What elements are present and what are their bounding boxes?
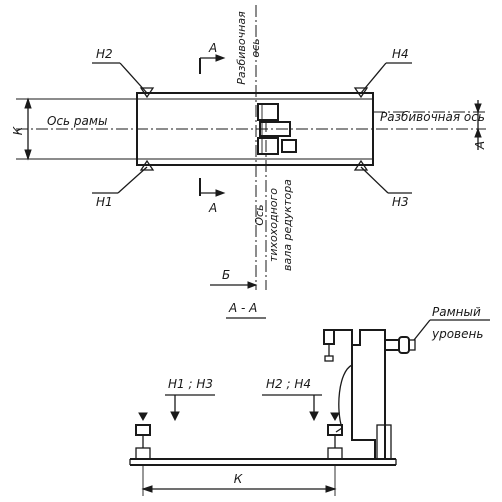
dim-a-label: А bbox=[473, 141, 487, 150]
callout-frame-level: Рамный уровень bbox=[413, 305, 490, 341]
h1-leader bbox=[117, 166, 148, 194]
level-vial-cap bbox=[408, 339, 416, 351]
h3-label: Н3 bbox=[392, 195, 409, 209]
section-a-bottom-marker: А bbox=[199, 178, 226, 215]
support-left bbox=[135, 412, 151, 460]
h1-label: Н1 bbox=[96, 195, 113, 209]
dimension-k-bottom: К bbox=[141, 465, 337, 496]
h2h4-arrow bbox=[309, 411, 319, 422]
frame-level-instrument bbox=[323, 329, 416, 460]
k-bottom-label: К bbox=[234, 472, 243, 486]
level-top-clamp bbox=[323, 329, 335, 345]
dim-k-label: К bbox=[11, 126, 25, 135]
support-right-pointer bbox=[330, 412, 340, 422]
breakdown-axis-v-label-2: ось bbox=[249, 38, 262, 57]
section-b-marker: Б bbox=[210, 268, 258, 289]
reducer-block-2 bbox=[259, 121, 291, 137]
arrow-a-top bbox=[474, 103, 482, 114]
support-left-top bbox=[135, 424, 151, 436]
cut-arrowhead-top bbox=[215, 54, 226, 62]
shaft-axis-label-2: тихоходного bbox=[267, 188, 280, 262]
callout-h2h4: Н2 ; Н4 bbox=[262, 377, 322, 422]
point-h3: Н3 bbox=[353, 159, 412, 209]
section-b-label: Б bbox=[222, 268, 230, 282]
section-title: А - А bbox=[228, 301, 257, 315]
arrow-down bbox=[24, 149, 32, 161]
dimension-k-left: К bbox=[11, 97, 137, 161]
point-h1: Н1 bbox=[92, 159, 155, 209]
reducer-block-1 bbox=[257, 103, 279, 121]
h4-leader bbox=[360, 62, 387, 94]
h1h3-label: Н1 ; Н3 bbox=[168, 377, 213, 391]
shaft-axis-label-3: вала редуктора bbox=[281, 179, 294, 271]
reducer-plan bbox=[257, 103, 297, 155]
cut-label-top: А bbox=[208, 41, 217, 55]
h3-leader bbox=[360, 166, 389, 194]
h2-triangle bbox=[139, 87, 155, 99]
shaft-axis-label-1: Ось bbox=[253, 204, 266, 225]
h2-label: Н2 bbox=[96, 47, 113, 61]
arrow-a-bottom bbox=[474, 127, 482, 138]
cut-arrowhead-bottom bbox=[215, 189, 226, 197]
cut-label-bottom: А bbox=[208, 201, 217, 215]
support-right-base bbox=[327, 447, 343, 460]
level-vial-mount bbox=[384, 339, 400, 351]
frame-axis-label: Ось рамы bbox=[47, 114, 107, 128]
frame-level-label-2: уровень bbox=[431, 327, 483, 341]
section-base bbox=[129, 458, 397, 466]
level-screw-tip bbox=[324, 355, 334, 362]
reducer-block-4 bbox=[281, 139, 297, 153]
level-vial bbox=[398, 336, 410, 354]
section-a-top-marker: А bbox=[199, 41, 226, 74]
h2h4-label: Н2 ; Н4 bbox=[266, 377, 311, 391]
h4-label: Н4 bbox=[392, 47, 409, 61]
k-arrow-right bbox=[325, 485, 337, 493]
point-h4: Н4 bbox=[353, 47, 412, 99]
support-left-base bbox=[135, 447, 151, 460]
level-arm bbox=[335, 364, 353, 433]
h2-leader bbox=[119, 62, 148, 94]
h3-triangle bbox=[353, 159, 369, 171]
frame-level-leader bbox=[413, 319, 431, 341]
support-right bbox=[327, 412, 343, 460]
b-marker-arrow bbox=[247, 281, 258, 289]
breakdown-axis-v-label-1: Разбивочная bbox=[235, 11, 248, 85]
dimension-a-right: А bbox=[473, 100, 487, 150]
reducer-block-3 bbox=[257, 137, 279, 155]
frame-level-label-1: Рамный bbox=[432, 305, 481, 319]
k-arrow-left bbox=[141, 485, 153, 493]
callout-h1h3: Н1 ; Н3 bbox=[165, 377, 215, 422]
h1h3-arrow bbox=[170, 411, 180, 422]
point-h2: Н2 bbox=[92, 47, 155, 99]
level-inner-column bbox=[351, 345, 376, 459]
level-foot-block bbox=[376, 424, 392, 460]
h1-triangle bbox=[139, 159, 155, 171]
arrow-up bbox=[24, 97, 32, 109]
h4-triangle bbox=[353, 87, 369, 99]
level-frame-outline bbox=[330, 329, 386, 459]
breakdown-axis-h-label: Разбивочная ось bbox=[380, 110, 485, 124]
